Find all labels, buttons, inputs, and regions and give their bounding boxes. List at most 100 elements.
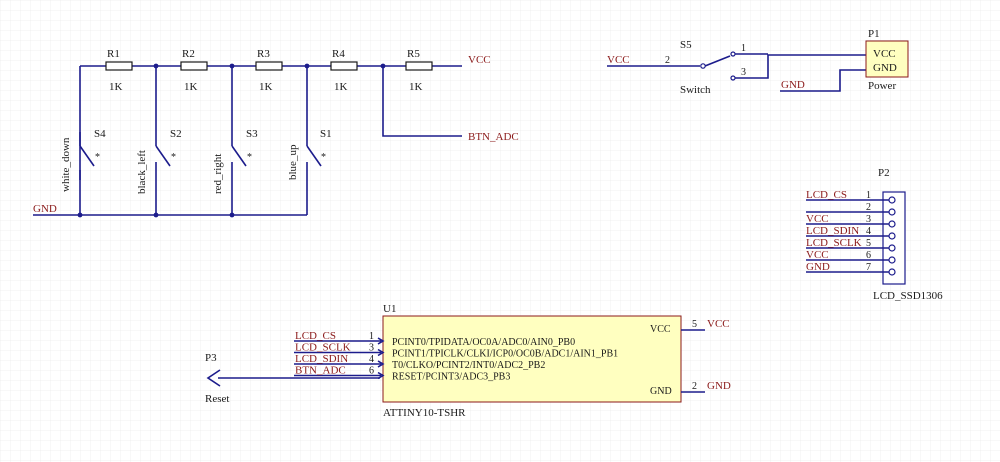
lcd-p2-net-label: VCC xyxy=(806,249,829,261)
power-connector-p1[interactable]: GND P1 VCC GND Power xyxy=(780,28,909,92)
reset-p3-ref: P3 xyxy=(205,352,217,364)
resistor-r1-body xyxy=(105,61,133,71)
mcu-u1-pin-net: LCD_SDIN xyxy=(295,353,348,365)
switch-s5-pin-a: 1 xyxy=(741,43,746,54)
resistor-r4-value: 1K xyxy=(334,81,348,93)
lcd-p2-net-label: LCD_SDIN xyxy=(806,225,859,237)
lcd-p2-pin-1[interactable] xyxy=(888,196,896,204)
lcd-connector-p2[interactable]: P2 1LCD_CS23VCC4LCD_SDIN5LCD_SCLK6VCC7GN… xyxy=(806,167,943,302)
net-label-vcc-top: VCC xyxy=(468,54,491,66)
mcu-u1-gnd-label: GND xyxy=(650,386,672,397)
resistor-r2-ref: R2 xyxy=(182,48,195,60)
mcu-u1-pin-net: LCD_CS xyxy=(295,330,336,342)
reset-arrow-icon xyxy=(206,369,221,387)
power-p1-body xyxy=(865,40,909,78)
button-s2-label: black_left xyxy=(136,150,148,194)
lcd-p2-pin-num: 2 xyxy=(866,202,871,213)
mcu-u1-pin-function: T0/CLKO/PCINT2/INT0/ADC2_PB2 xyxy=(392,360,545,371)
mcu-u1-pin-net: LCD_SCLK xyxy=(295,342,351,354)
button-s4[interactable]: S4 * white_down xyxy=(60,128,106,192)
lcd-p2-net-label: LCD_SCLK xyxy=(806,237,862,249)
lcd-p2-pin-5[interactable] xyxy=(888,244,896,252)
lcd-p2-ref: P2 xyxy=(878,167,890,179)
resistor-r2-body xyxy=(180,61,208,71)
button-s2-mark: * xyxy=(171,152,176,163)
button-s4-ref: S4 xyxy=(94,128,106,140)
resistor-r4-body xyxy=(330,61,358,71)
lcd-p2-net-label: VCC xyxy=(806,213,829,225)
mcu-u1-pin-marker-icon xyxy=(377,337,385,345)
net-label-btn-adc: BTN_ADC xyxy=(468,131,519,143)
lcd-p2-pin-7[interactable] xyxy=(888,268,896,276)
button-s4-label: white_down xyxy=(60,137,72,192)
lcd-p2-pin-num: 4 xyxy=(866,226,871,237)
resistor-r2[interactable]: R2 1K xyxy=(180,48,208,93)
mcu-u1-pin-num: 1 xyxy=(369,331,374,342)
lcd-p2-pin-2[interactable] xyxy=(888,208,896,216)
mcu-u1-pin-num: 4 xyxy=(369,354,374,365)
switch-s5-name: Switch xyxy=(680,84,711,96)
resistor-r4[interactable]: R4 1K xyxy=(330,48,358,93)
switch-s5[interactable]: VCC 2 1 3 S5 Switch xyxy=(607,39,866,96)
button-s3-label: red_right xyxy=(212,154,224,194)
button-s4-mark: * xyxy=(95,152,100,163)
button-s1-mark: * xyxy=(321,152,326,163)
lcd-p2-pin-num: 1 xyxy=(866,190,871,201)
lcd-p2-pin-num: 7 xyxy=(866,262,871,273)
mcu-u1[interactable]: U1 LCD_CS 1PCINT0/TPIDATA/OC0A/ADC0/AIN0_… xyxy=(294,303,731,419)
button-s2-ref: S2 xyxy=(170,128,182,140)
switch-s5-vcc-net: VCC xyxy=(607,54,630,66)
button-s2[interactable]: S2 * black_left xyxy=(136,111,182,194)
lcd-p2-pin-num: 5 xyxy=(866,238,871,249)
mcu-u1-pin-marker-icon xyxy=(377,360,385,368)
resistor-r1[interactable]: R1 1K xyxy=(105,48,133,93)
reset-port-p3[interactable]: P3 Reset xyxy=(205,352,380,405)
mcu-u1-pin-function: PCINT0/TPIDATA/OC0A/ADC0/AIN0_PB0 xyxy=(392,337,575,348)
switch-s5-pin-b: 3 xyxy=(741,67,746,78)
resistor-r1-value: 1K xyxy=(109,81,123,93)
mcu-u1-body xyxy=(382,315,682,403)
lcd-p2-pin-4[interactable] xyxy=(888,232,896,240)
lcd-p2-pin-num: 3 xyxy=(866,214,871,225)
mcu-u1-left-pins: LCD_CS 1PCINT0/TPIDATA/OC0A/ADC0/AIN0_PB0… xyxy=(294,330,618,383)
resistor-r5[interactable]: R5 1K xyxy=(405,48,433,93)
mcu-u1-pin-function: RESET/PCINT3/ADC3_PB3 xyxy=(392,372,510,383)
lcd-p2-net-label: LCD_CS xyxy=(806,189,847,201)
mcu-u1-gnd-net: GND xyxy=(707,380,731,392)
resistor-r5-ref: R5 xyxy=(407,48,420,60)
power-p1-name: Power xyxy=(868,80,896,92)
button-s1-label: blue_up xyxy=(287,144,299,180)
mcu-u1-pin-num: 3 xyxy=(369,343,374,354)
resistor-r5-body xyxy=(405,61,433,71)
mcu-u1-vcc-label: VCC xyxy=(650,324,671,335)
resistor-r3-body xyxy=(255,61,283,71)
resistor-r3-ref: R3 xyxy=(257,48,270,60)
lcd-p2-pin-6[interactable] xyxy=(888,256,896,264)
button-s3-ref: S3 xyxy=(246,128,258,140)
net-label-gnd-left: GND xyxy=(33,203,57,215)
mcu-u1-pin-function: PCINT1/TPICLK/CLKI/ICP0/OC0B/ADC1/AIN1_P… xyxy=(392,349,618,360)
mcu-u1-vcc-num: 5 xyxy=(692,319,697,330)
button-s1-ref: S1 xyxy=(320,128,332,140)
lcd-p2-pin-3[interactable] xyxy=(888,220,896,228)
power-p1-pin-vcc: VCC xyxy=(873,48,896,60)
resistor-r3-value: 1K xyxy=(259,81,273,93)
power-p1-pin-gnd: GND xyxy=(873,62,897,74)
mcu-u1-name: ATTINY10-TSHR xyxy=(383,407,466,419)
reset-p3-name: Reset xyxy=(205,393,229,405)
power-gnd-net: GND xyxy=(781,79,805,91)
button-s3[interactable]: S3 * red_right xyxy=(212,111,258,194)
lcd-p2-name: LCD_SSD1306 xyxy=(873,290,943,302)
mcu-u1-gnd-num: 2 xyxy=(692,381,697,392)
resistor-r2-value: 1K xyxy=(184,81,198,93)
lcd-p2-net-label: GND xyxy=(806,261,830,273)
mcu-u1-ref: U1 xyxy=(383,303,396,315)
mcu-u1-vcc-net: VCC xyxy=(707,318,730,330)
button-s1[interactable]: S1 * blue_up xyxy=(287,111,332,180)
resistor-r5-value: 1K xyxy=(409,81,423,93)
resistor-r3[interactable]: R3 1K xyxy=(255,48,283,93)
lcd-p2-pin-num: 6 xyxy=(866,250,871,261)
power-p1-ref: P1 xyxy=(868,28,880,40)
